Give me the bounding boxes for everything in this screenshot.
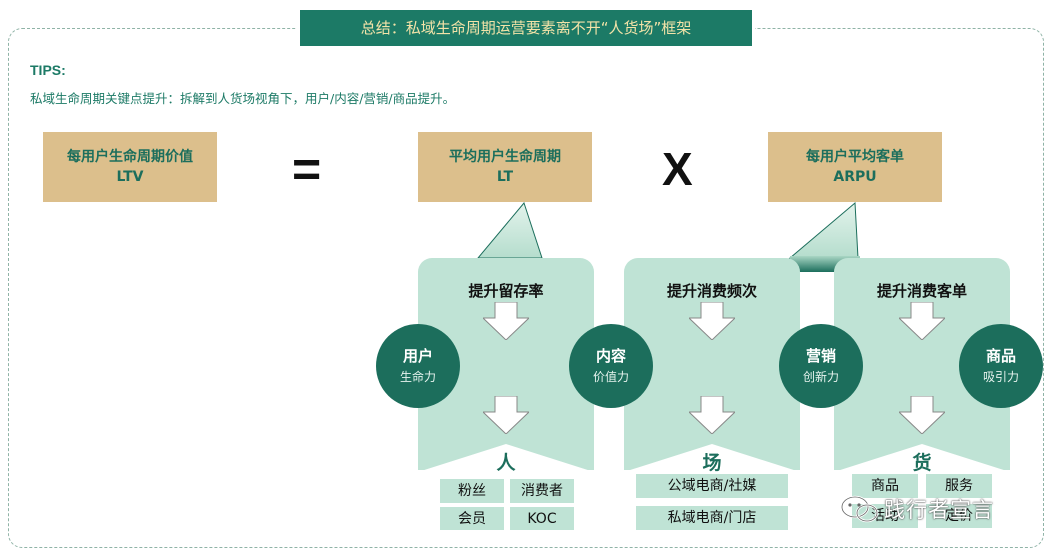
multiply-sign: X [662,143,693,195]
circle-title: 商品 [985,347,1016,365]
down-arrow-icon [689,396,735,434]
lt-connector [476,201,543,259]
wechat-icon [840,495,879,523]
circle-title: 内容 [595,347,626,365]
down-arrow-icon [483,396,529,434]
panel-center-label: 人 [496,452,516,474]
lt-title: 平均用户生命周期 [449,149,561,165]
circle-title: 用户 [402,347,433,365]
down-arrow-icon [899,302,945,340]
arpu-connector [788,201,859,259]
panel-heading: 提升消费频次 [666,282,757,300]
lt-abbr: LT [496,169,514,185]
lt-box: 平均用户生命周期 LT [418,132,592,202]
tag-item: 公域电商/社媒 [636,474,788,498]
panel-heading: 提升留存率 [468,282,544,300]
circle-title: 营销 [805,347,836,365]
tag-item: KOC [510,507,574,530]
arpu-box: 每用户平均客单 ARPU [768,132,942,202]
ltv-box: 每用户生命周期价值 LTV [43,132,217,202]
user-circle: 用户 生命力 [376,324,460,408]
tips-label: TIPS: [30,62,66,78]
panel-roof [418,444,594,472]
panel-center-label: 场 [702,452,722,474]
tag-item: 商品 [852,474,918,498]
panel-roof [624,444,800,472]
down-arrow-icon [483,302,529,340]
equals-sign: = [292,141,322,197]
down-arrow-icon [899,396,945,434]
tag-item: 活动 [852,504,918,528]
tag-item: 粉丝 [440,479,504,503]
panel-roof [834,444,1010,472]
watermark: 践行者宣言 [840,494,994,524]
ltv-title: 每用户生命周期价值 [67,149,193,165]
order-value-panel: 提升消费客单 货 商品 服务 活动 定价 [834,258,1010,530]
watermark-text: 践行者宣言 [884,498,994,522]
tag-item: 会员 [440,507,504,530]
arpu-abbr: ARPU [833,169,877,185]
content-circle: 内容 价值力 [569,324,653,408]
tag-item: 私域电商/门店 [636,506,788,530]
tag-item: 服务 [926,474,992,498]
arpu-title: 每用户平均客单 [806,149,904,165]
tag-item: 消费者 [510,479,574,503]
circle-subtitle: 创新力 [802,370,839,384]
circle-subtitle: 生命力 [399,370,436,384]
circle-subtitle: 价值力 [592,370,629,384]
tag-item: 定价 [926,504,992,528]
panel-heading: 提升消费客单 [876,282,967,300]
product-circle: 商品 吸引力 [959,324,1043,408]
ltv-abbr: LTV [116,169,144,185]
panel-center-label: 货 [912,452,932,474]
summary-banner: 总结：私域生命周期运营要素离不开“人货场”框架 [300,10,752,46]
frequency-panel: 提升消费频次 场 公域电商/社媒 私域电商/门店 [624,258,800,530]
down-arrow-icon [689,302,735,340]
circle-subtitle: 吸引力 [982,370,1019,384]
tips-text: 私域生命周期关键点提升：拆解到人货场视角下，用户/内容/营销/商品提升。 [30,91,456,106]
marketing-circle: 营销 创新力 [779,324,863,408]
